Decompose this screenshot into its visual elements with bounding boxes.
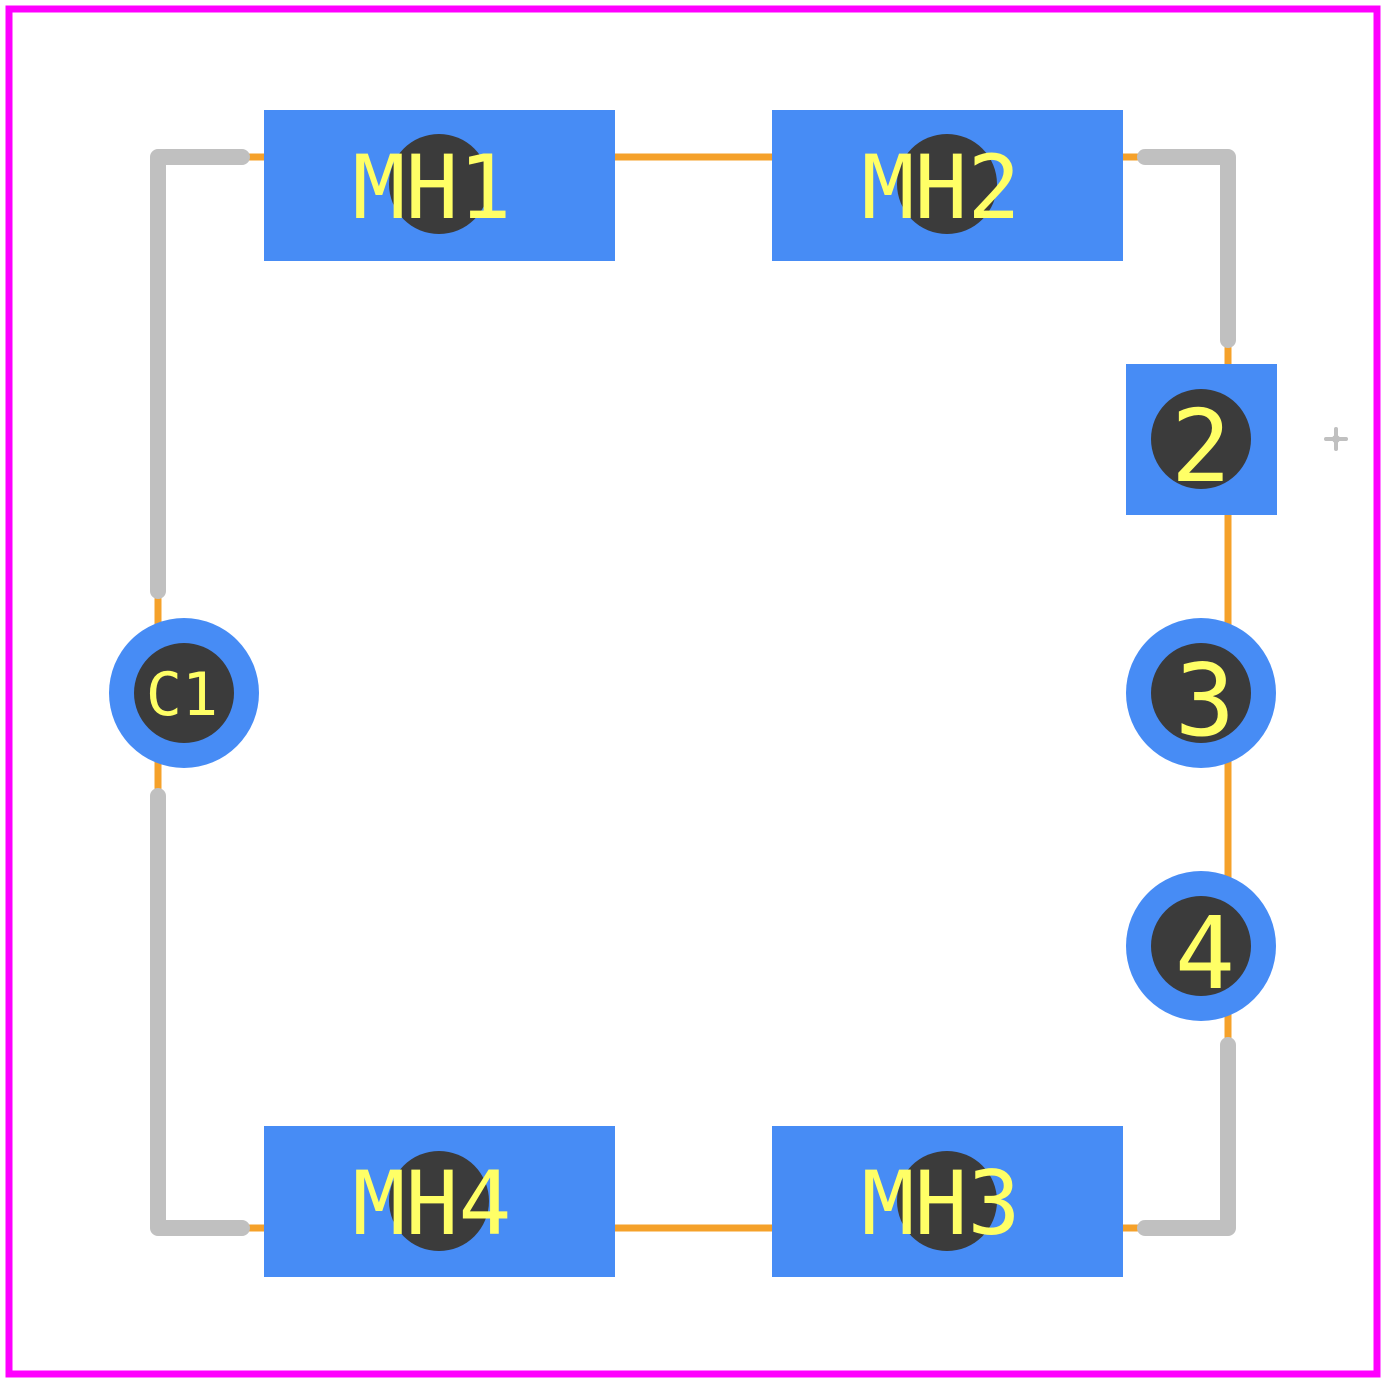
drill-hole — [897, 134, 997, 234]
drill-hole — [897, 1151, 997, 1251]
silkscreen — [150, 149, 1236, 1236]
drill-hole — [134, 643, 234, 743]
pad-pin4[interactable]: 4 — [1126, 871, 1276, 1021]
crosshair-icon — [1324, 427, 1348, 451]
drill-hole — [1151, 389, 1251, 489]
drill-hole — [1151, 896, 1251, 996]
pad-label-mh1: MH1 — [353, 136, 512, 239]
pad-mh4[interactable]: MH4 — [264, 1126, 615, 1277]
courtyard — [154, 153, 1232, 1232]
drill-hole — [389, 134, 489, 234]
pad-pin3[interactable]: 3 — [1126, 618, 1276, 768]
pad-label-pin3: 3 — [1175, 642, 1235, 759]
pad-label-pin2: 2 — [1171, 388, 1231, 505]
pad-label-pin4: 4 — [1175, 895, 1235, 1012]
silkscreen-top-left — [150, 149, 250, 599]
silkscreen-bottom-right — [1137, 1037, 1236, 1236]
pad-c1[interactable]: C1 — [109, 618, 259, 768]
drill-hole — [1151, 643, 1251, 743]
silkscreen-top-right — [1137, 149, 1236, 348]
drill-hole — [389, 1151, 489, 1251]
pad-pin2[interactable]: 2 — [1126, 364, 1277, 515]
pad-label-mh3: MH3 — [862, 1152, 1021, 1255]
silkscreen-bottom-left — [150, 788, 250, 1236]
pad-mh3[interactable]: MH3 — [772, 1126, 1123, 1277]
pad-label-c1: C1 — [146, 660, 218, 730]
board-outline — [5, 5, 1381, 1378]
pad-label-mh4: MH4 — [353, 1152, 512, 1255]
pad-label-mh2: MH2 — [862, 136, 1021, 239]
pad-mh2[interactable]: MH2 — [772, 110, 1123, 261]
pad-mh1[interactable]: MH1 — [264, 110, 615, 261]
